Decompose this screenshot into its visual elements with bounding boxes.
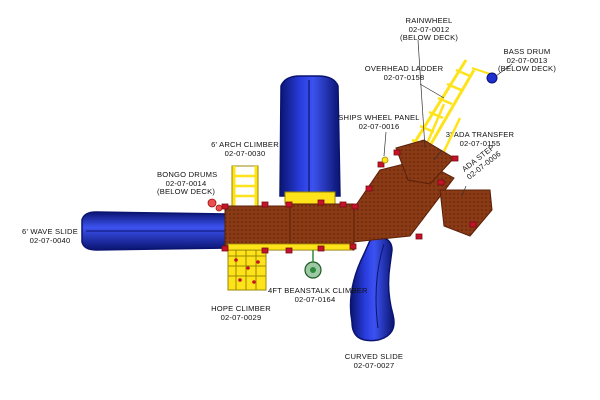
beanstalk-climber-name: 4FT BEANSTALK CLIMBER <box>268 286 368 295</box>
label-overhead-ladder: OVERHEAD LADDER 02-07-0158 <box>364 64 444 82</box>
curved-slide <box>349 235 395 342</box>
bass-drum <box>486 72 498 84</box>
label-rainwheel: RAINWHEEL 02-07-0012 (BELOW DECK) <box>400 16 459 43</box>
curved-slide-code: 02-07-0027 <box>353 360 395 370</box>
bongo-drums-note: (BELOW DECK) <box>157 187 216 197</box>
ada-transfer-name: 3' ADA TRANSFER <box>445 130 515 139</box>
curved-slide-name: CURVED SLIDE <box>344 352 404 361</box>
bongo-drums <box>207 198 223 212</box>
beanstalk-climber <box>304 250 322 279</box>
leader-lines <box>383 39 513 197</box>
rope-climber <box>227 247 267 291</box>
wave-slide <box>81 211 229 251</box>
overhead-ladder-name: OVERHEAD LADDER <box>364 64 444 73</box>
arch-climber-name: 6' ARCH CLIMBER <box>211 140 279 149</box>
deck-posts <box>221 149 477 254</box>
arch-climber-code: 02-07-0030 <box>224 148 266 158</box>
bass-drum-name: BASS DRUM <box>503 47 551 56</box>
deck-platforms <box>224 139 493 251</box>
label-curved-slide: CURVED SLIDE 02-07-0027 <box>344 352 404 370</box>
wave-slide-code: 02-07-0040 <box>29 235 71 245</box>
overhead-ladder-code: 02-07-0158 <box>383 72 425 82</box>
bass-drum-note: (BELOW DECK) <box>497 64 557 74</box>
label-beanstalk-climber: 4FT BEANSTALK CLIMBER 02-07-0164 <box>268 286 368 304</box>
arch-climber <box>231 165 259 207</box>
bass-drum-code: 02-07-0013 <box>506 55 548 65</box>
ships-wheel-panel-code: 02-07-0016 <box>358 121 400 131</box>
label-ada-transfer: 3' ADA TRANSFER 02-07-0155 <box>442 130 518 148</box>
label-bongo-drums: BONGO DRUMS 02-07-0014 (BELOW DECK) <box>157 170 218 197</box>
rainwheel-name: RAINWHEEL <box>405 16 453 25</box>
label-bass-drum: BASS DRUM 02-07-0013 (BELOW DECK) <box>494 47 560 74</box>
wave-slide-name: 6' WAVE SLIDE <box>22 227 78 236</box>
bongo-drums-code: 02-07-0014 <box>165 178 207 188</box>
label-rope-climber: HOPE CLIMBER 02-07-0029 <box>210 304 272 322</box>
label-ships-wheel-panel: SHIPS WHEEL PANEL 02-07-0016 <box>336 113 422 131</box>
rope-climber-name: HOPE CLIMBER <box>211 304 271 313</box>
tube-slide <box>279 75 341 205</box>
rainwheel-note: (BELOW DECK) <box>400 33 459 43</box>
ada-transfer-code: 02-07-0155 <box>459 138 501 148</box>
rope-climber-code: 02-07-0029 <box>220 312 262 322</box>
ships-wheel <box>381 156 389 164</box>
bongo-drums-name: BONGO DRUMS <box>157 170 218 179</box>
rainwheel-code: 02-07-0012 <box>408 24 450 34</box>
label-wave-slide: 6' WAVE SLIDE 02-07-0040 <box>18 227 82 245</box>
ships-wheel-panel-name: SHIPS WHEEL PANEL <box>338 113 420 122</box>
beanstalk-climber-code: 02-07-0164 <box>294 294 336 304</box>
label-arch-climber: 6' ARCH CLIMBER 02-07-0030 <box>210 140 280 158</box>
